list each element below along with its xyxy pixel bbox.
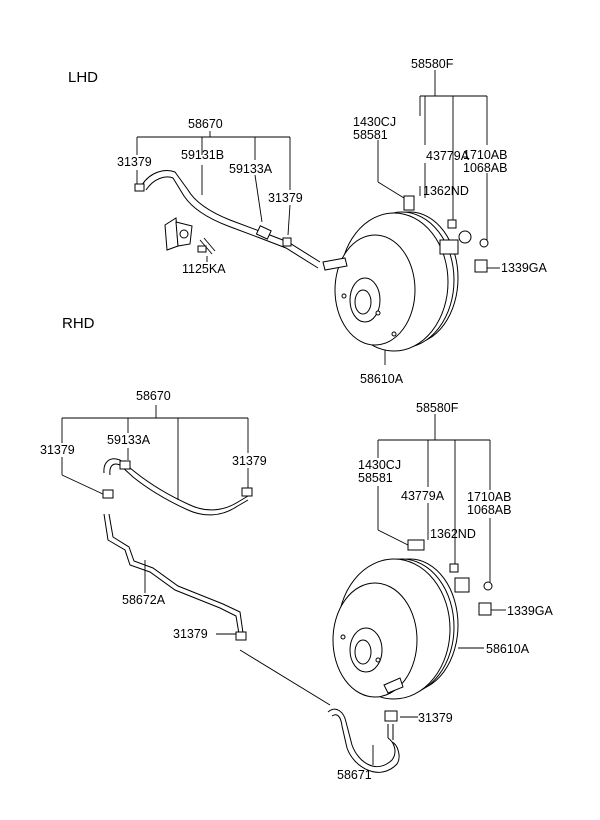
lhd-check-valve-2-label: 58581 [353, 128, 388, 142]
rhd-nut-1 [483, 581, 493, 591]
rhd-check-valve-2-label: 58581 [358, 471, 393, 485]
rhd-lower-hose-label: 58671 [337, 768, 372, 782]
lhd-vacuum-hose [134, 170, 321, 269]
rhd-booster-assy-label: 58580F [416, 401, 459, 415]
rhd-booster-label: 58610A [486, 642, 530, 656]
rhd-vacuum-pipe [103, 513, 247, 641]
rhd-pushrod-joint [454, 577, 470, 593]
rhd-vacuum-hose-label: 58670 [136, 389, 171, 403]
rhd-clamp-left [102, 489, 114, 499]
rhd-booster-leaders [372, 414, 506, 765]
lhd-hose-leaders [136, 131, 291, 236]
lhd-pin-label: 43779A [426, 149, 470, 163]
lhd-bracket-bolt-label: 1125KA [182, 262, 226, 276]
lhd-pushrod-joint [439, 239, 459, 255]
rhd-pin-label: 43779A [401, 489, 445, 503]
rhd-hose-joint [119, 460, 131, 470]
lhd-nut-1 [479, 238, 489, 248]
lhd-nut-3-label: 1339GA [501, 261, 548, 275]
rhd-nut-1-label: 1710AB [467, 490, 511, 504]
lhd-clamp-right-label: 31379 [268, 191, 303, 205]
rhd-nut-3-label: 1339GA [507, 604, 554, 618]
lhd-bracket [164, 217, 216, 262]
rhd-nut-3 [478, 602, 492, 616]
lhd-washer-label: 1362ND [423, 184, 469, 198]
rhd-clamp-mid [235, 631, 247, 641]
lhd-bracket-bolt [197, 245, 207, 253]
rhd-hose-b-label: 59133A [107, 433, 151, 447]
rhd-clamp-low-label: 31379 [418, 711, 453, 725]
lhd-booster-leaders [377, 70, 500, 365]
lhd-check-valve-1-label: 1430CJ [353, 115, 396, 129]
lhd-nut-1-label: 1710AB [463, 148, 507, 162]
rhd-washer-label: 1362ND [430, 527, 476, 541]
rhd-pipe-label: 58672A [122, 593, 166, 607]
lhd-washer [447, 219, 457, 229]
lhd-booster-label: 58610A [360, 372, 404, 386]
lhd-check-valve [403, 195, 415, 211]
rhd-brake-booster [332, 539, 493, 700]
lhd-booster-assy-label: 58580F [411, 57, 454, 71]
rhd-nut-2-label: 1068AB [467, 503, 511, 517]
rhd-check-valve [407, 539, 425, 551]
lhd-nut-2-label: 1068AB [463, 161, 507, 175]
lhd-hose-joint [255, 225, 272, 240]
lhd-vacuum-hose-label: 58670 [188, 117, 223, 131]
rhd-clamp-low [384, 710, 398, 722]
lhd-brake-booster [322, 195, 489, 352]
rhd-clamp-right-label: 31379 [232, 454, 267, 468]
rhd-clamp-right [241, 487, 253, 497]
lhd-hose-b-label: 59133A [229, 162, 273, 176]
lhd-clamp-right [282, 237, 292, 247]
rhd-hose-leaders [61, 405, 331, 706]
rhd-vacuum-hose [102, 458, 253, 516]
rhd-washer [449, 563, 459, 573]
lhd-clamp-left-label: 31379 [117, 155, 152, 169]
lhd-hose-a-label: 59131B [181, 148, 224, 162]
lhd-clamp-left [134, 183, 145, 192]
rhd-clamp-mid-label: 31379 [173, 627, 208, 641]
rhd-section-label: RHD [62, 315, 95, 332]
rhd-lower-hose [327, 708, 400, 773]
lhd-nut-3 [474, 259, 488, 273]
rhd-clamp-left-label: 31379 [40, 443, 75, 457]
lhd-section-label: LHD [68, 69, 98, 86]
rhd-check-valve-1-label: 1430CJ [358, 458, 401, 472]
